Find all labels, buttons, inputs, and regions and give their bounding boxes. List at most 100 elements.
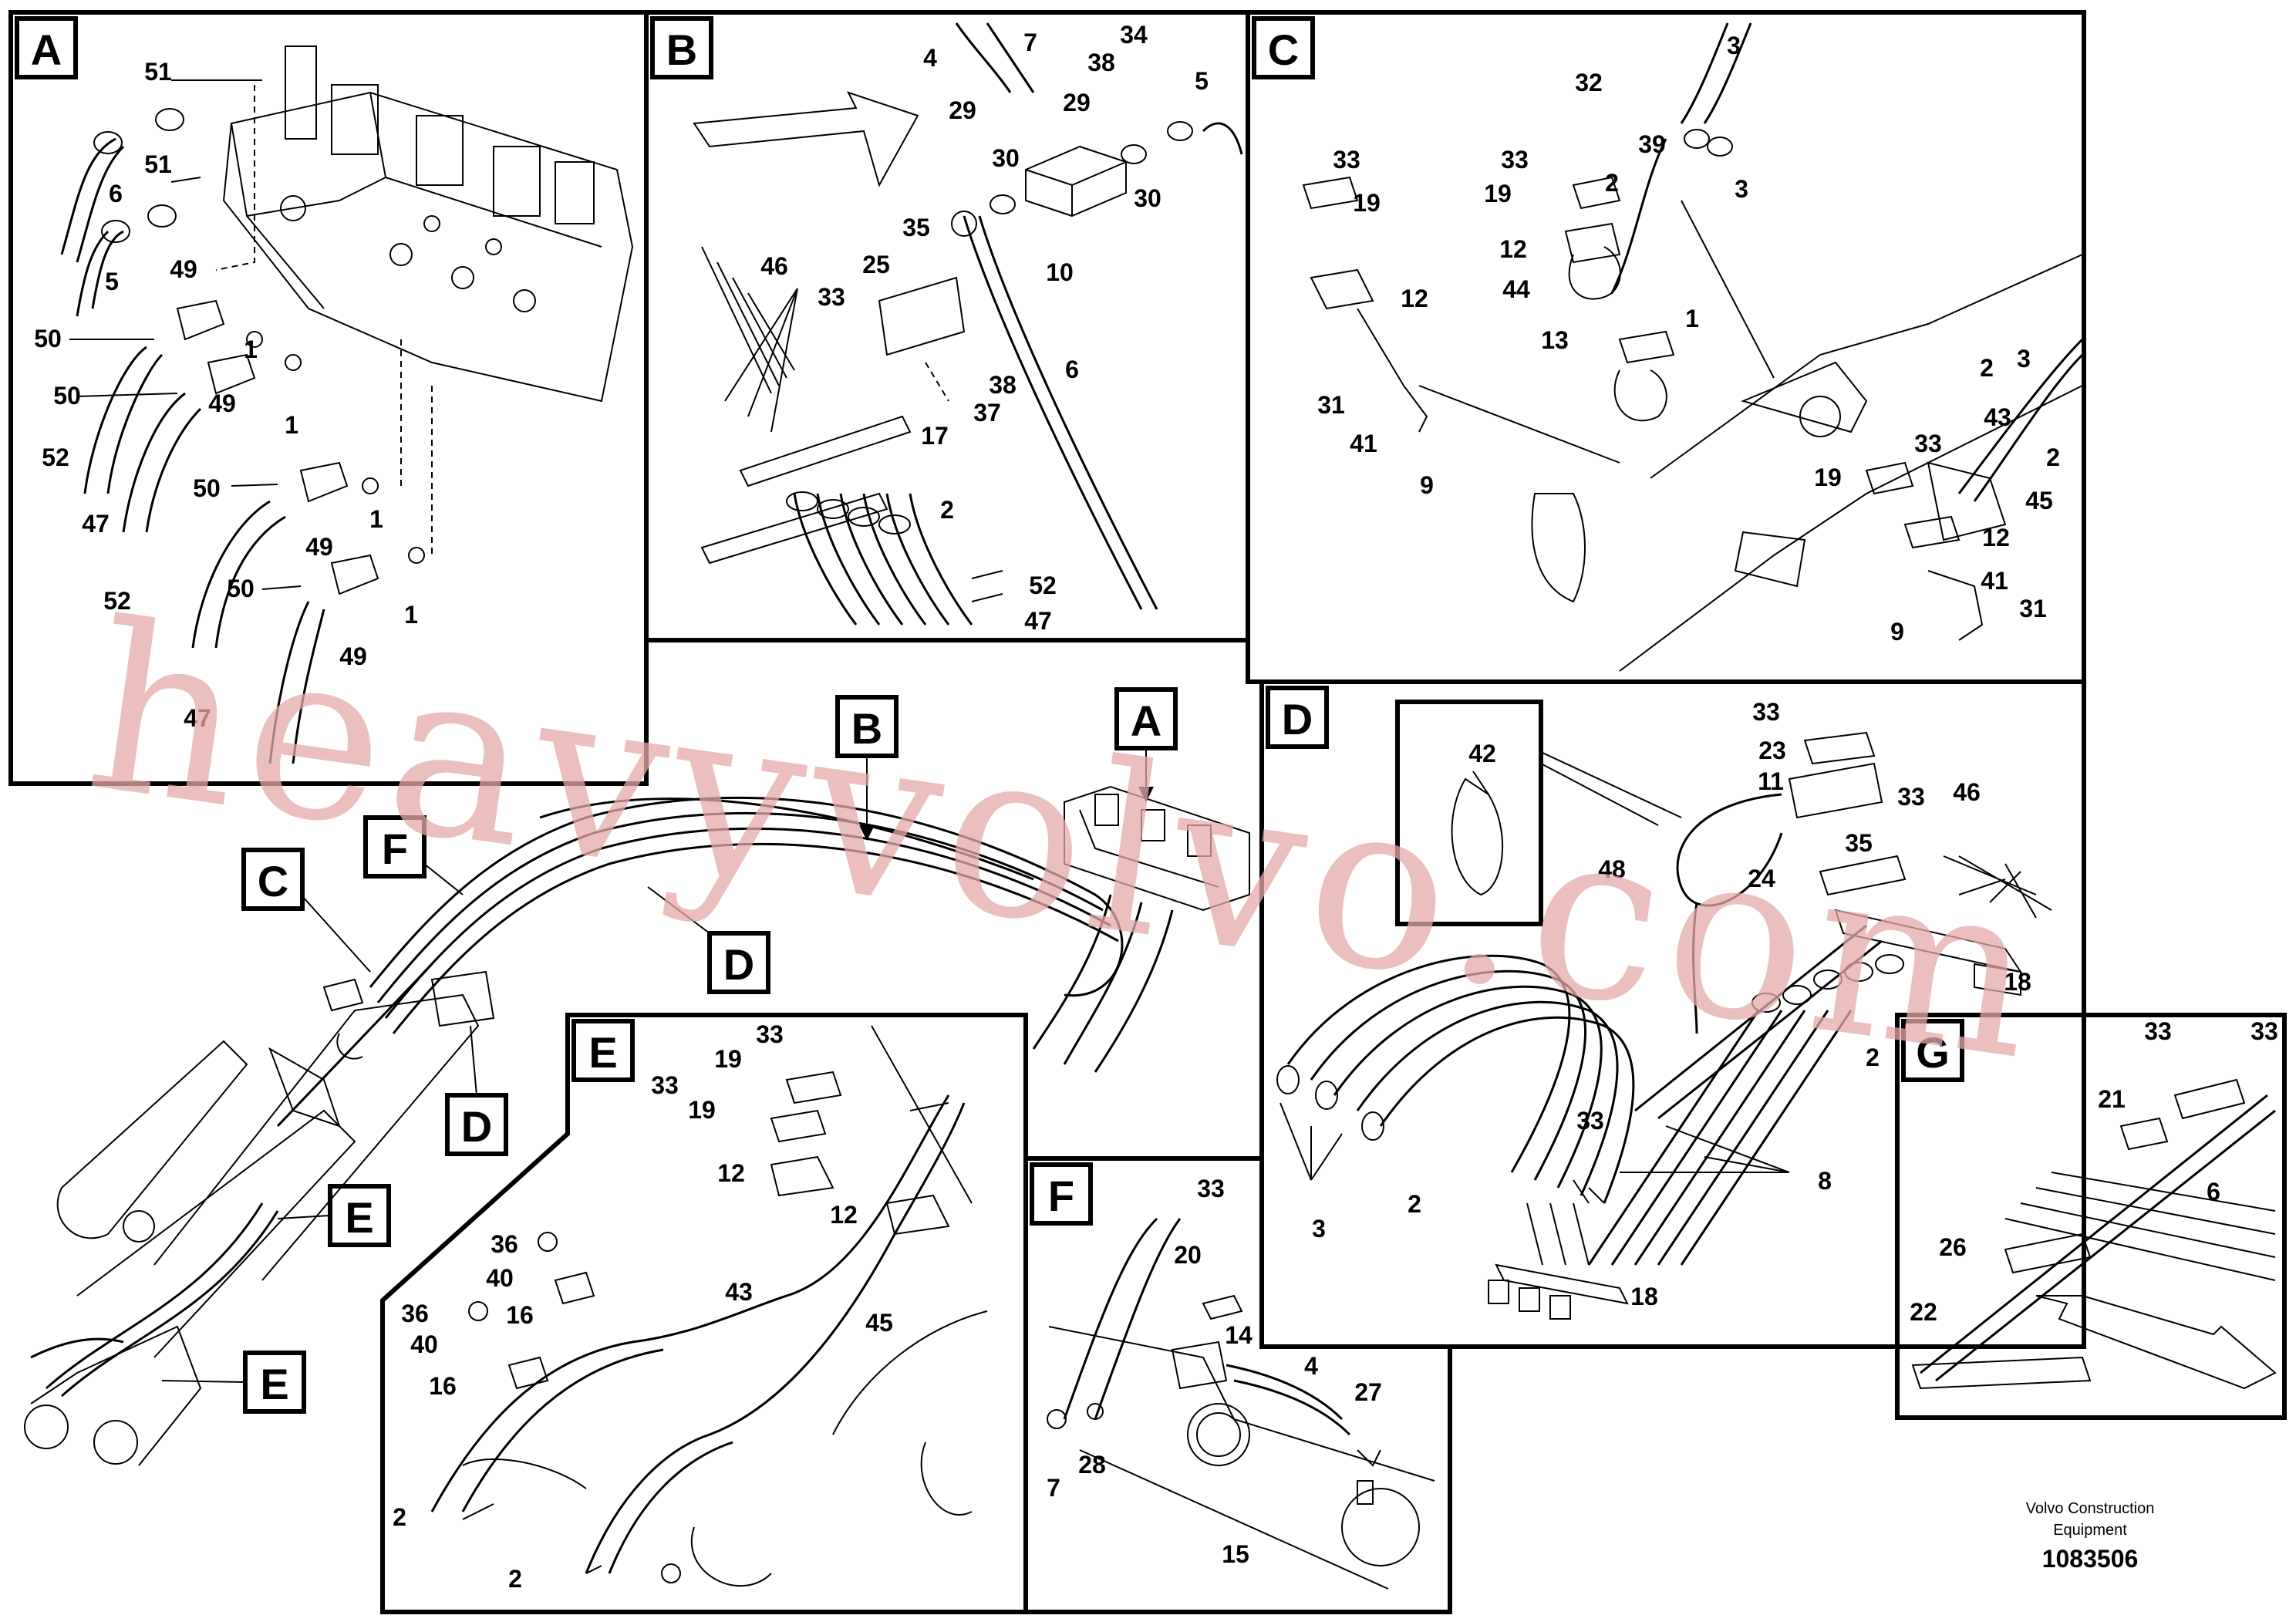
panel-f-frame [1023, 1156, 1452, 1614]
label-b-4: 4 [923, 44, 937, 72]
label-c-31-right: 31 [2019, 595, 2047, 622]
label-b-2: 2 [940, 496, 954, 524]
panel-a-drawing [60, 46, 634, 764]
label-g-22: 22 [1910, 1298, 1937, 1326]
label-b-30-right: 30 [1134, 184, 1161, 212]
label-c-43: 43 [1984, 403, 2011, 431]
overview-callout-d-bottom: D [461, 1102, 492, 1151]
label-b-35: 35 [902, 214, 930, 241]
label-a-50-4: 50 [227, 575, 255, 602]
panel-e-drawing [430, 1025, 988, 1587]
overview-callout-b: B [851, 704, 882, 753]
label-d-35: 35 [1845, 829, 1873, 857]
label-b-37: 37 [973, 399, 1001, 427]
label-d-23: 23 [1758, 737, 1786, 764]
label-b-29-left: 29 [949, 96, 976, 124]
label-b-38-bottom: 38 [989, 371, 1017, 399]
label-a-52-2: 52 [103, 587, 131, 615]
overview-callout-a: A [1131, 696, 1161, 745]
label-d-18-top: 18 [2004, 968, 2031, 996]
footer-company-line1: Volvo Construction [2026, 1500, 2155, 1517]
label-d-33-bottom: 33 [1576, 1107, 1604, 1135]
label-e-45: 45 [865, 1309, 893, 1337]
label-b-6: 6 [1065, 356, 1079, 383]
label-a-5: 5 [105, 268, 119, 295]
label-c-1: 1 [1685, 305, 1699, 332]
label-a-49-2: 49 [208, 389, 236, 417]
panel-letter-c: C [1268, 25, 1299, 74]
label-f-33: 33 [1197, 1175, 1225, 1202]
label-e-19-top: 19 [714, 1045, 742, 1073]
label-a-49-1: 49 [170, 255, 197, 283]
label-a-1-4: 1 [404, 601, 418, 629]
label-a-47-1: 47 [82, 510, 110, 538]
label-d-2-right: 2 [1866, 1044, 1880, 1071]
label-c-3-right: 3 [1735, 175, 1748, 203]
direction-arrow-b [693, 91, 919, 187]
panel-g-frame [1895, 1013, 2287, 1420]
label-c-45: 45 [2025, 487, 2053, 514]
label-d-18-bottom: 18 [1630, 1283, 1658, 1310]
label-a-1-1: 1 [244, 336, 258, 363]
panel-frames [8, 10, 2287, 1614]
label-b-7: 7 [1023, 29, 1037, 56]
label-d-3: 3 [1312, 1215, 1326, 1243]
overview-callout-e-top: E [345, 1193, 373, 1242]
label-b-30-left: 30 [992, 144, 1020, 172]
label-e-33-top: 33 [756, 1020, 784, 1048]
label-a-51-top: 51 [144, 58, 172, 86]
label-b-17: 17 [921, 422, 949, 450]
label-d-33-top: 33 [1752, 698, 1780, 726]
panel-f-drawing [1047, 1217, 1435, 1590]
label-c-44: 44 [1502, 275, 1530, 303]
label-c-12-left: 12 [1401, 285, 1428, 312]
label-a-1-2: 1 [285, 411, 298, 439]
label-d-24: 24 [1748, 865, 1775, 892]
panel-c-drawing [1302, 22, 2084, 672]
watermark-text: heavyvolvo.com [75, 572, 2058, 1112]
overview-callout-f: F [382, 824, 408, 873]
label-g-33-left: 33 [2144, 1017, 2172, 1045]
label-a-49-3: 49 [305, 533, 333, 561]
label-c-19-right: 19 [1814, 464, 1842, 491]
label-c-39: 39 [1638, 130, 1666, 158]
label-c-12-mid: 12 [1499, 235, 1527, 263]
label-b-25: 25 [862, 251, 890, 278]
label-e-36-bottom: 36 [401, 1300, 429, 1327]
label-f-20: 20 [1174, 1241, 1202, 1269]
label-b-46: 46 [760, 252, 788, 280]
label-g-6: 6 [2207, 1178, 2220, 1206]
label-d-2-left: 2 [1408, 1190, 1421, 1218]
label-b-34: 34 [1120, 21, 1148, 49]
label-a-50-1: 50 [34, 325, 62, 352]
overview-callout-d-top: D [723, 940, 754, 989]
label-e-2-bottom: 2 [508, 1565, 522, 1593]
part-labels: 51 6 51 5 49 50 1 50 49 1 52 1 47 50 49 … [34, 21, 2278, 1593]
label-b-33: 33 [818, 283, 845, 311]
panel-letters: A B C D E F G [15, 16, 1964, 1226]
label-f-14: 14 [1225, 1321, 1253, 1349]
label-c-33-right: 33 [1914, 430, 1942, 457]
detail-inset-42 [1395, 700, 1543, 926]
label-g-21: 21 [2098, 1085, 2126, 1113]
overview-callout-e-bottom: E [260, 1360, 288, 1408]
panel-e-frame [380, 1013, 1028, 1614]
label-f-28: 28 [1078, 1451, 1106, 1479]
label-c-3-right-bottom: 3 [2017, 345, 2031, 373]
label-f-27: 27 [1354, 1378, 1382, 1406]
label-e-33-mid: 33 [651, 1071, 679, 1099]
label-d-11: 11 [1758, 767, 1784, 795]
label-b-38-top: 38 [1087, 49, 1115, 76]
direction-arrow-g [2035, 1295, 2277, 1390]
label-g-33-right: 33 [2250, 1017, 2278, 1045]
label-c-33-mid: 33 [1501, 146, 1529, 174]
footer-company-line2: Equipment [2053, 1522, 2127, 1539]
label-c-2-right-top: 2 [1980, 354, 1994, 382]
label-b-47: 47 [1024, 607, 1052, 635]
label-b-10: 10 [1046, 258, 1074, 286]
label-c-13: 13 [1541, 326, 1569, 354]
label-a-52-1: 52 [42, 443, 69, 471]
panel-letter-f: F [1048, 1172, 1074, 1220]
overview-excavator-boom: B A C F D D E E [24, 687, 1250, 1466]
